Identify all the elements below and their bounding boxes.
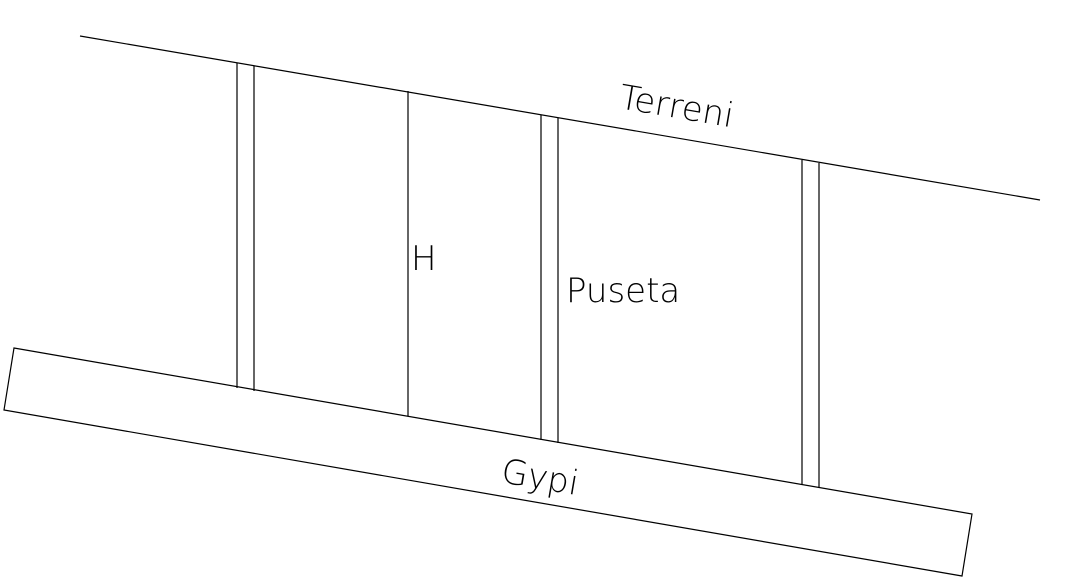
height-label: H xyxy=(411,239,437,279)
gypsum-label: Gypi xyxy=(498,451,581,503)
terrain-label: Terreni xyxy=(616,77,736,136)
gypsum-layer xyxy=(3,347,973,577)
terrain-line xyxy=(79,35,1041,201)
well-1 xyxy=(236,63,255,391)
well-3 xyxy=(801,160,820,488)
well-label: Puseta xyxy=(566,271,680,311)
well-2 xyxy=(540,115,559,443)
